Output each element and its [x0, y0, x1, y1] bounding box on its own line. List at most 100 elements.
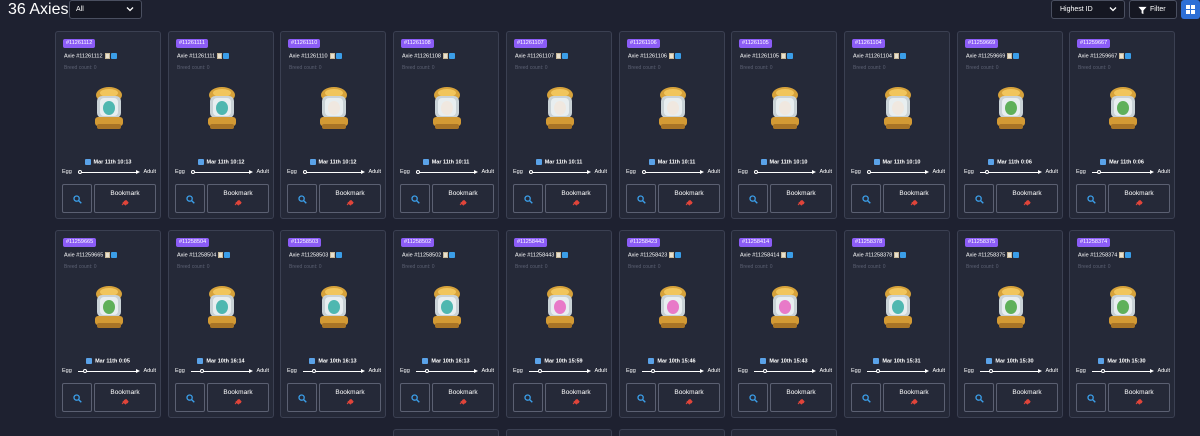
- copy-icon[interactable]: [1119, 53, 1125, 59]
- axie-card[interactable]: #11261110 Axie #11261110 Breed count: 0 …: [280, 31, 386, 219]
- axie-name[interactable]: Axie #11258374: [1078, 252, 1132, 258]
- axie-card[interactable]: #11259665 Axie #11259665 Breed count: 0 …: [55, 230, 161, 418]
- axie-name[interactable]: Axie #11258414: [740, 252, 794, 258]
- copy-icon[interactable]: [781, 252, 787, 258]
- axie-name[interactable]: Axie #11258423: [628, 252, 682, 258]
- inspect-button[interactable]: [175, 383, 205, 412]
- copy-icon[interactable]: [330, 252, 336, 258]
- inspect-button[interactable]: [738, 184, 768, 213]
- inspect-button[interactable]: [287, 184, 317, 213]
- axie-name[interactable]: Axie #11259665: [64, 252, 118, 258]
- bookmark-button[interactable]: Bookmark: [432, 383, 494, 412]
- bookmark-button[interactable]: Bookmark: [883, 383, 945, 412]
- inspect-button[interactable]: [513, 383, 543, 412]
- external-link-icon[interactable]: [224, 252, 231, 258]
- grid-view-button[interactable]: [1181, 0, 1200, 19]
- external-link-icon[interactable]: [336, 252, 343, 258]
- axie-card[interactable]: #11261112 Axie #11261112 Breed count: 0 …: [55, 31, 161, 219]
- copy-icon[interactable]: [218, 252, 224, 258]
- external-link-icon[interactable]: [675, 252, 682, 258]
- external-link-icon[interactable]: [562, 252, 569, 258]
- axie-name[interactable]: Axie #11261105: [740, 53, 793, 59]
- bookmark-button[interactable]: Bookmark: [207, 383, 269, 412]
- external-link-icon[interactable]: [111, 252, 118, 258]
- inspect-button[interactable]: [1076, 383, 1106, 412]
- inspect-button[interactable]: [175, 184, 205, 213]
- axie-card[interactable]: #11258504 Axie #11258504 Breed count: 0 …: [168, 230, 274, 418]
- axie-card[interactable]: #11258375 Axie #11258375 Breed count: 0 …: [957, 230, 1063, 418]
- axie-name[interactable]: Axie #11259669: [966, 53, 1020, 59]
- axie-name[interactable]: Axie #11261110: [289, 53, 342, 59]
- bookmark-button[interactable]: Bookmark: [996, 184, 1058, 213]
- inspect-button[interactable]: [626, 383, 656, 412]
- axie-card[interactable]: [506, 429, 612, 436]
- external-link-icon[interactable]: [449, 252, 456, 258]
- inspect-button[interactable]: [400, 383, 430, 412]
- copy-icon[interactable]: [668, 53, 674, 59]
- axie-card[interactable]: #11261104 Axie #11261104 Breed count: 0 …: [844, 31, 950, 219]
- axie-card[interactable]: #11261111 Axie #11261111 Breed count: 0 …: [168, 31, 274, 219]
- copy-icon[interactable]: [780, 53, 786, 59]
- axie-name[interactable]: Axie #11258502: [402, 252, 456, 258]
- copy-icon[interactable]: [217, 53, 223, 59]
- axie-card[interactable]: [393, 429, 499, 436]
- bookmark-button[interactable]: Bookmark: [432, 184, 494, 213]
- axie-card[interactable]: #11258443 Axie #11258443 Breed count: 0 …: [506, 230, 612, 418]
- inspect-button[interactable]: [1076, 184, 1106, 213]
- axie-name[interactable]: Axie #11258375: [966, 252, 1020, 258]
- bookmark-button[interactable]: Bookmark: [770, 383, 832, 412]
- inspect-button[interactable]: [964, 383, 994, 412]
- bookmark-button[interactable]: Bookmark: [545, 383, 607, 412]
- sort-select[interactable]: Highest ID: [1051, 0, 1125, 19]
- external-link-icon[interactable]: [1125, 252, 1132, 258]
- inspect-button[interactable]: [964, 184, 994, 213]
- inspect-button[interactable]: [626, 184, 656, 213]
- axie-card[interactable]: #11259667 Axie #11259667 Breed count: 0 …: [1069, 31, 1175, 219]
- external-link-icon[interactable]: [1125, 53, 1132, 59]
- filter-button[interactable]: Filter: [1129, 0, 1177, 19]
- external-link-icon[interactable]: [448, 53, 455, 59]
- external-link-icon[interactable]: [561, 53, 568, 59]
- axie-card[interactable]: #11261105 Axie #11261105 Breed count: 0 …: [731, 31, 837, 219]
- axie-card[interactable]: #11261108 Axie #11261108 Breed count: 0 …: [393, 31, 499, 219]
- bookmark-button[interactable]: Bookmark: [996, 383, 1058, 412]
- copy-icon[interactable]: [669, 252, 675, 258]
- axie-card[interactable]: [619, 429, 725, 436]
- class-filter-select[interactable]: All: [69, 0, 142, 19]
- axie-card[interactable]: #11258423 Axie #11258423 Breed count: 0 …: [619, 230, 725, 418]
- bookmark-button[interactable]: Bookmark: [545, 184, 607, 213]
- axie-name[interactable]: Axie #11261104: [853, 53, 906, 59]
- bookmark-button[interactable]: Bookmark: [1108, 184, 1170, 213]
- axie-name[interactable]: Axie #11261108: [402, 53, 455, 59]
- bookmark-button[interactable]: Bookmark: [319, 383, 381, 412]
- copy-icon[interactable]: [442, 53, 448, 59]
- copy-icon[interactable]: [556, 252, 562, 258]
- inspect-button[interactable]: [513, 184, 543, 213]
- external-link-icon[interactable]: [900, 252, 907, 258]
- axie-name[interactable]: Axie #11258378: [853, 252, 907, 258]
- inspect-button[interactable]: [738, 383, 768, 412]
- bookmark-button[interactable]: Bookmark: [94, 184, 156, 213]
- copy-icon[interactable]: [104, 53, 110, 59]
- external-link-icon[interactable]: [223, 53, 230, 59]
- copy-icon[interactable]: [1119, 252, 1125, 258]
- axie-name[interactable]: Axie #11259667: [1078, 53, 1132, 59]
- axie-name[interactable]: Axie #11258503: [289, 252, 343, 258]
- axie-card[interactable]: #11258502 Axie #11258502 Breed count: 0 …: [393, 230, 499, 418]
- inspect-button[interactable]: [400, 184, 430, 213]
- bookmark-button[interactable]: Bookmark: [658, 383, 720, 412]
- axie-name[interactable]: Axie #11261106: [628, 53, 681, 59]
- external-link-icon[interactable]: [787, 252, 794, 258]
- axie-name[interactable]: Axie #11261107: [515, 53, 568, 59]
- copy-icon[interactable]: [329, 53, 335, 59]
- inspect-button[interactable]: [287, 383, 317, 412]
- axie-card[interactable]: #11258378 Axie #11258378 Breed count: 0 …: [844, 230, 950, 418]
- axie-name[interactable]: Axie #11258504: [177, 252, 231, 258]
- bookmark-button[interactable]: Bookmark: [883, 184, 945, 213]
- copy-icon[interactable]: [894, 252, 900, 258]
- axie-card[interactable]: #11258414 Axie #11258414 Breed count: 0 …: [731, 230, 837, 418]
- copy-icon[interactable]: [1007, 53, 1013, 59]
- external-link-icon[interactable]: [335, 53, 342, 59]
- external-link-icon[interactable]: [786, 53, 793, 59]
- axie-card[interactable]: [731, 429, 837, 436]
